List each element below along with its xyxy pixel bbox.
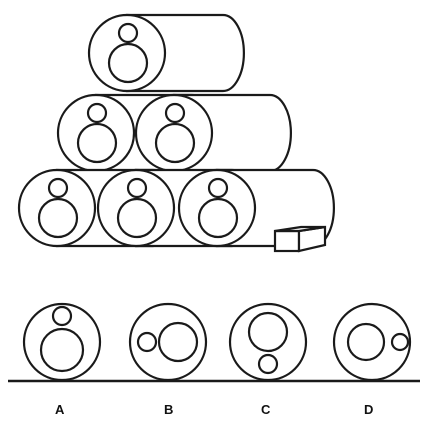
option-a-figure [24, 304, 100, 380]
option-c-label: C [254, 402, 278, 417]
answer-options [24, 304, 410, 380]
option-b-label: B [157, 402, 181, 417]
cylinder-stack [19, 15, 334, 251]
option-large-circle [249, 313, 287, 351]
small-hole [49, 179, 67, 197]
small-hole [88, 104, 106, 122]
option-large-circle [348, 324, 384, 360]
option-small-circle [138, 333, 156, 351]
option-large-circle [41, 329, 83, 371]
large-hole [78, 124, 116, 162]
option-small-circle [392, 334, 408, 350]
large-hole [39, 199, 77, 237]
small-hole [166, 104, 184, 122]
option-large-circle [159, 323, 197, 361]
large-hole [156, 124, 194, 162]
box [275, 227, 325, 251]
large-hole [118, 199, 156, 237]
small-hole [119, 24, 137, 42]
option-small-circle [53, 307, 71, 325]
option-d-label: D [357, 402, 381, 417]
option-b-figure [130, 304, 206, 380]
option-small-circle [259, 355, 277, 373]
option-c-figure [230, 304, 306, 380]
small-hole [209, 179, 227, 197]
large-hole [199, 199, 237, 237]
cylinder-log [89, 15, 244, 91]
large-hole [109, 44, 147, 82]
cylinder-log [136, 95, 291, 171]
option-a-label: A [48, 402, 72, 417]
option-d-figure [334, 304, 410, 380]
box-front [275, 231, 299, 251]
small-hole [128, 179, 146, 197]
